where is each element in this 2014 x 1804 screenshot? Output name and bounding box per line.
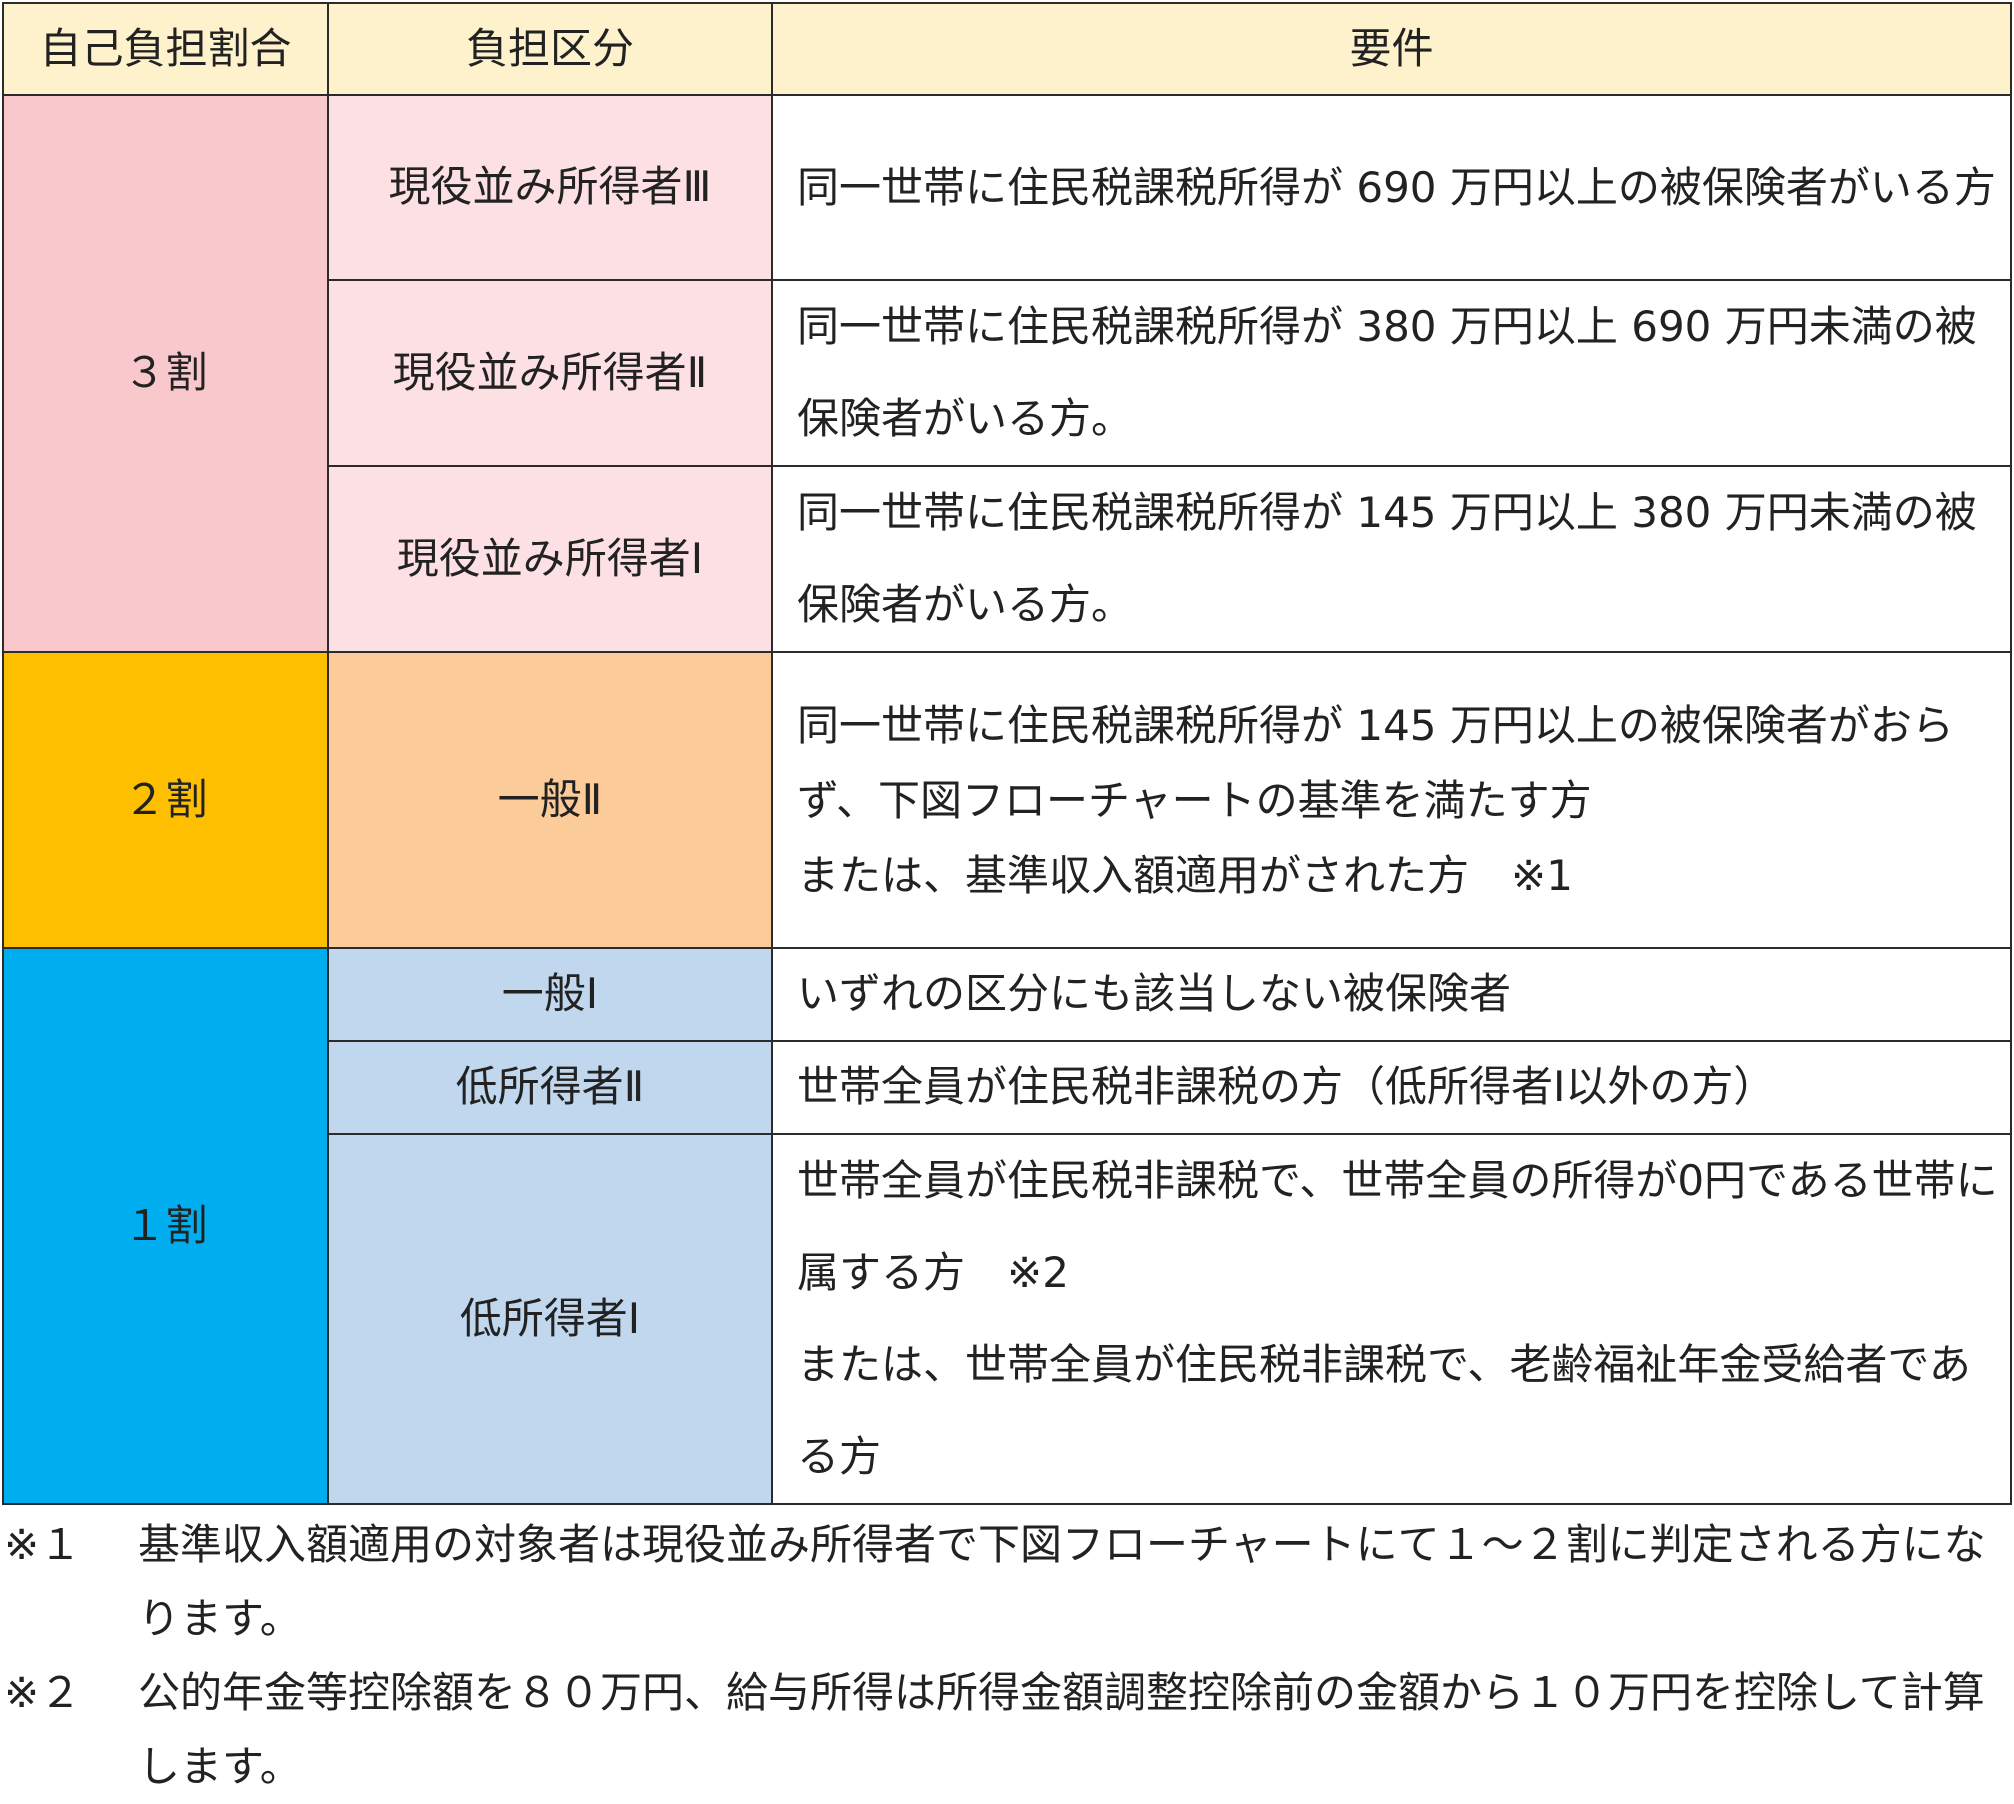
requirement-text: 世帯全員が住民税非課税で、世帯全員の所得が0円である世帯に属する方 ※2 [797,1156,1998,1297]
table-row: 現役並み所得者Ⅰ 同一世帯に住民税課税所得が 145 万円以上 380 万円未満… [3,465,2012,653]
requirement-cell: 同一世帯に住民税課税所得が 145 万円以上の被保険者がおらず、下図フローチャー… [771,651,2012,949]
category-cell: 現役並み所得者Ⅰ [327,465,773,653]
requirement-cell: いずれの区分にも該当しない被保険者 [771,947,2012,1042]
footnotes: ※１ 基準収入額適用の対象者は現役並み所得者で下図フローチャートにて１～２割に判… [0,1508,2014,1804]
footnote-mark: ※１ [4,1520,82,1569]
table-header-row: 自己負担割合 負担区分 要件 [2,2,2012,96]
header-category: 負担区分 [327,2,773,96]
requirement-text: または、基準収入額適用がされた方 ※1 [797,850,1573,900]
header-requirement: 要件 [771,2,2012,96]
ratio-cell-3: ３割 [2,94,329,653]
category-cell: 低所得者Ⅱ [327,1040,773,1135]
category-cell: 低所得者Ⅰ [327,1133,773,1505]
footnote-text: 公的年金等控除額を８０万円、給与所得は所得金額調整控除前の金額から１０万円を控除… [138,1668,1985,1791]
burden-ratio-table: 自己負担割合 負担区分 要件 ３割 現役並み所得者Ⅲ 同一世帯に住民税課税所得が… [2,2,2012,1505]
requirement-cell: 同一世帯に住民税課税所得が 690 万円以上の被保険者がいる方 [771,94,2012,281]
requirement-text: または、世帯全員が住民税非課税で、老齢福祉年金受給者である方 [797,1340,1971,1481]
footnote-text: 基準収入額適用の対象者は現役並み所得者で下図フローチャートにて１～２割に判定され… [138,1520,1986,1643]
requirement-text: 同一世帯に住民税課税所得が 380 万円以上 690 万円未満の被保険者がいる方… [797,302,1977,443]
requirement-cell: 同一世帯に住民税課税所得が 145 万円以上 380 万円未満の被保険者がいる方… [771,465,2012,653]
requirement-cell: 世帯全員が住民税非課税の方（低所得者Ⅰ以外の方） [771,1040,2012,1135]
table-row: １割 一般Ⅰ いずれの区分にも該当しない被保険者 [2,947,2012,1505]
requirement-cell: 世帯全員が住民税非課税で、世帯全員の所得が0円である世帯に属する方 ※2 または… [771,1133,2012,1505]
requirement-text: 同一世帯に住民税課税所得が 690 万円以上の被保険者がいる方 [797,162,1996,212]
category-cell: 一般Ⅱ [327,651,773,949]
category-cell: 現役並み所得者Ⅲ [327,94,773,281]
footnote-2: ※２ 公的年金等控除額を８０万円、給与所得は所得金額調整控除前の金額から１０万円… [0,1656,2014,1804]
table-row: 低所得者Ⅰ 世帯全員が住民税非課税で、世帯全員の所得が0円である世帯に属する方 … [3,1133,2012,1505]
footnote-mark: ※２ [4,1668,82,1717]
requirement-cell: 同一世帯に住民税課税所得が 380 万円以上 690 万円未満の被保険者がいる方… [771,279,2012,467]
table-row: 現役並み所得者Ⅱ 同一世帯に住民税課税所得が 380 万円以上 690 万円未満… [3,279,2012,467]
footnote-1: ※１ 基準収入額適用の対象者は現役並み所得者で下図フローチャートにて１～２割に判… [0,1508,2014,1656]
requirement-text: 同一世帯に住民税課税所得が 145 万円以上 380 万円未満の被保険者がいる方… [797,488,1977,629]
header-ratio: 自己負担割合 [2,2,329,96]
requirement-text: 同一世帯に住民税課税所得が 145 万円以上の被保険者がおらず、下図フローチャー… [797,700,1954,825]
table-row: ２割 一般Ⅱ 同一世帯に住民税課税所得が 145 万円以上の被保険者がおらず、下… [2,651,2012,949]
category-cell: 一般Ⅰ [327,947,773,1042]
ratio-cell-1: １割 [2,947,329,1505]
category-cell: 現役並み所得者Ⅱ [327,279,773,467]
table-row: 低所得者Ⅱ 世帯全員が住民税非課税の方（低所得者Ⅰ以外の方） [3,1040,2012,1135]
ratio-cell-2: ２割 [2,651,329,949]
table-row: ３割 現役並み所得者Ⅲ 同一世帯に住民税課税所得が 690 万円以上の被保険者が… [2,94,2012,653]
